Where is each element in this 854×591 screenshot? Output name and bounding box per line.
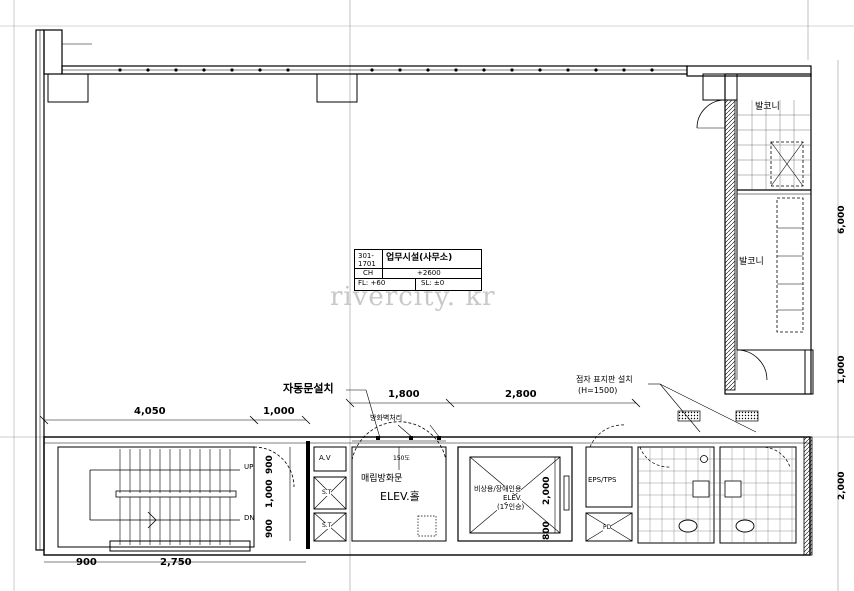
label-fire-wall: 방화벽처리 [370,414,403,422]
dim-1000-right: 1,000 [837,355,847,384]
label-door-150: 150도 [393,455,410,462]
label-balcony-1: 발코니 [755,102,780,112]
label-elev-emergency: 비상용/장애인용 [474,485,522,493]
balcony-block [724,73,812,395]
shaft-st-1 [313,476,347,510]
dim-1000-v: 1,000 [265,479,275,508]
mullions [118,68,654,72]
dim-900-bottom: 900 [265,519,275,538]
eps-tps-room [585,446,633,508]
label-av: A.V [319,454,331,462]
stair-treads [119,449,231,545]
room-tag: 301-1701 업무시설(사무소) CH +2600 FL: +60 SL: … [354,249,482,291]
dim-2750: 2,750 [160,557,192,568]
label-st-1: S.T [322,489,332,496]
label-elev-hall: ELEV.홀 [380,490,420,503]
ch-value: +2600 [417,269,441,277]
sl-label: SL: ±0 [421,279,445,287]
dim-2800: 2,800 [505,389,537,400]
toilet-tiles [638,447,796,543]
elevator-shaft [457,446,573,542]
label-balcony-2: 발코니 [739,257,764,267]
shaft-st-2 [313,512,347,542]
label-pd: PD [603,524,612,531]
dim-900-left: 900 [76,557,97,568]
dim-2000: 2,000 [542,476,552,505]
label-st-2: S.T [322,522,332,529]
dim-900-top: 900 [265,455,275,474]
balcony-tiles [737,100,811,190]
label-eps-tps: EPS/TPS [588,476,617,484]
dim-2000-right: 2,000 [837,471,847,500]
dim-1000: 1,000 [263,406,295,417]
label-auto-door: 자동문설치 [283,382,334,395]
label-braille-height: (H=1500) [578,386,618,395]
pd-room [585,512,633,542]
label-dn: DN [244,514,255,522]
label-elev-name: ELEV. [503,494,522,502]
label-up: UP [244,463,254,471]
room-code: 301-1701 [358,252,376,268]
dim-6000: 6,000 [837,205,847,234]
dim-4050: 4,050 [134,406,166,417]
dim-800: 800 [542,521,552,540]
ch-label: CH [363,269,374,277]
room-use: 업무시설(사무소) [386,253,453,263]
stair [57,446,255,548]
dim-1800: 1,800 [388,389,420,400]
label-elev-capacity: (17인승) [497,503,525,511]
shaft-av [313,446,347,472]
fl-label: FL: +60 [358,279,386,287]
label-braille-sign: 점자 표지판 설치 [576,375,633,384]
label-buried-fire-door: 매립방화문 [361,474,403,484]
